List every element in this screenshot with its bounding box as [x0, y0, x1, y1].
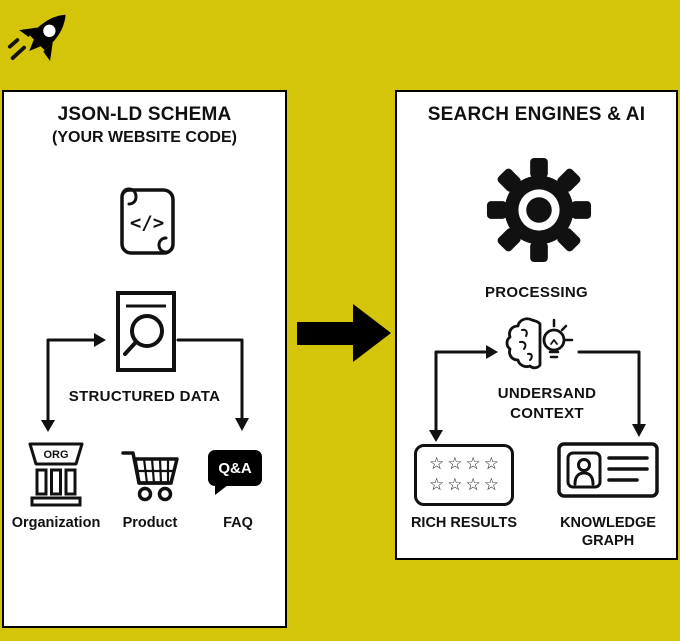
code-glyph: </>	[130, 212, 164, 234]
product-label: Product	[122, 515, 178, 531]
connector-brain-to-knowledge-graph	[577, 350, 646, 437]
brain-idea-icon	[505, 317, 574, 370]
qa-bubble-text: Q&A	[218, 459, 252, 477]
qa-speech-bubble-icon: Q&A	[208, 450, 262, 495]
connector-doc-to-faq	[176, 338, 249, 431]
processing-label: PROCESSING	[484, 284, 589, 301]
knowledge-graph-label: KNOWLEDGE GRAPH	[560, 515, 656, 550]
star-row: ☆☆☆☆	[429, 453, 502, 474]
rich-results-label: RICH RESULTS	[410, 515, 518, 531]
document-search-icon	[116, 291, 176, 372]
rocket-icon	[7, 14, 66, 62]
connector-doc-to-organization	[41, 333, 106, 432]
left-panel-title: JSON-LD SCHEMA	[57, 104, 232, 125]
organization-label: Organization	[11, 515, 101, 531]
org-banner-text: ORG	[43, 449, 68, 461]
connector-brain-to-rich-results	[429, 345, 498, 442]
understand-context-label: UNDERSAND CONTEXT	[497, 385, 597, 422]
right-panel-title: SEARCH ENGINES & AI	[427, 104, 646, 125]
gear-icon	[486, 157, 592, 263]
search-engines-ai-panel: SEARCH ENGINES & AI PROCESSING	[395, 90, 678, 560]
structured-data-label: STRUCTURED DATA	[68, 388, 221, 405]
star-rating-icon: ☆☆☆☆ ☆☆☆☆	[414, 444, 514, 506]
json-ld-schema-panel: JSON-LD SCHEMA (YOUR WEBSITE CODE) </> S…	[2, 90, 287, 628]
flow-arrow	[297, 322, 354, 345]
knowledge-graph-browser-icon	[557, 442, 659, 498]
shopping-cart-icon	[121, 451, 179, 502]
star-row: ☆☆☆☆	[429, 475, 502, 495]
flow-arrow-head	[353, 304, 391, 362]
faq-label: FAQ	[223, 515, 253, 531]
left-panel-subtitle: (YOUR WEBSITE CODE)	[52, 129, 237, 146]
organization-bank-icon: ORG	[28, 442, 84, 507]
scroll-code-icon: </>	[120, 187, 175, 255]
